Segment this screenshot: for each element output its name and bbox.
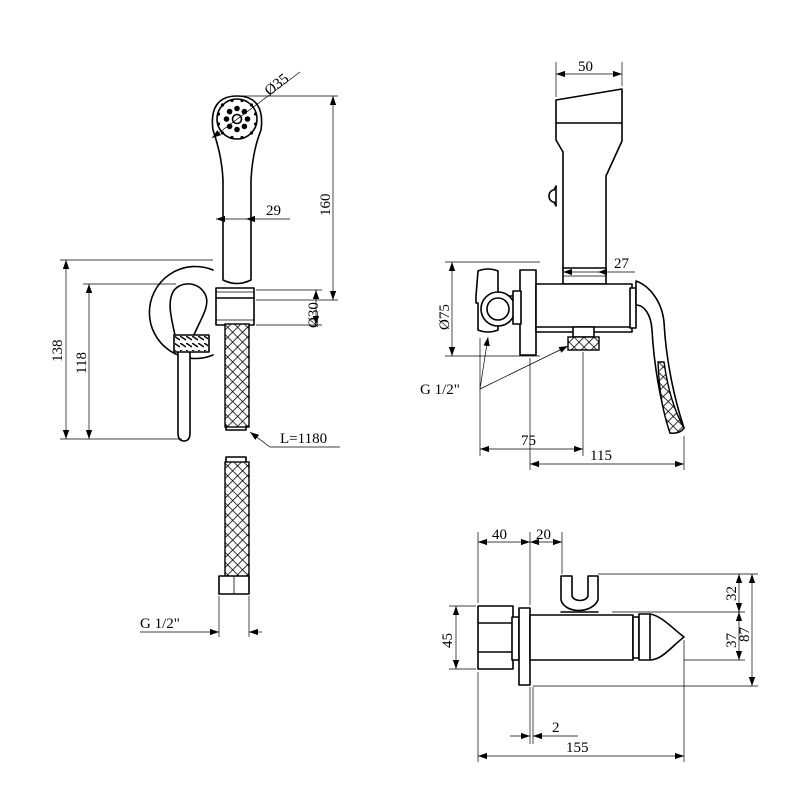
hose-lower [218,456,250,595]
label-118: 118 [74,352,90,374]
holder-side [548,88,623,285]
side-view: 50 27 Ø75 G 1/2" 75 115 [420,59,685,470]
label-155: 155 [566,740,589,756]
label-75: 75 [521,433,536,449]
label-160: 160 [318,194,334,217]
label-50: 50 [578,59,593,75]
label-d75: Ø75 [437,304,453,330]
handle-top [632,613,685,661]
label-37: 37 [724,633,740,649]
mixer-lever [169,283,210,442]
label-138: 138 [50,340,66,363]
label-27: 27 [614,256,630,272]
label-29: 29 [266,203,281,219]
wall-plate-top [518,607,531,686]
spray-nozzles-icon [216,98,258,140]
leader-thread-1 [479,336,490,390]
hand-shower [211,95,263,285]
rosette-side [519,269,537,356]
outlet-nipple-side [567,326,600,351]
hose-upper [224,323,250,431]
rosette-top [477,605,520,670]
valve-body-top [529,614,634,661]
lever-grip-ribs [175,336,208,351]
label-32: 32 [724,586,740,601]
label-115: 115 [590,448,612,464]
label-d35: Ø35 [262,71,292,100]
label-d30: Ø30 [306,302,322,328]
leader-hose [249,431,340,448]
label-45: 45 [440,633,456,648]
shower-holder [215,287,255,326]
leader-thread-2 [479,345,569,390]
front-view: Ø35 160 29 Ø30 138 118 L=1180 G 1/2" [50,71,340,637]
valve-body-side [535,283,637,333]
handle-side [635,280,685,434]
top-view: 40 20 32 37 87 45 2 155 [440,527,758,762]
label-2: 2 [552,720,560,736]
label-87: 87 [737,627,753,643]
label-40: 40 [492,527,507,543]
label-20: 20 [536,527,551,543]
cross-handle-side [475,268,522,333]
label-hose-length: L=1180 [280,431,327,447]
dim-line-d35 [211,71,301,139]
holder-top [560,575,599,613]
label-hose-thread: G 1/2" [140,616,180,632]
label-outlet-thread: G 1/2" [420,382,460,398]
